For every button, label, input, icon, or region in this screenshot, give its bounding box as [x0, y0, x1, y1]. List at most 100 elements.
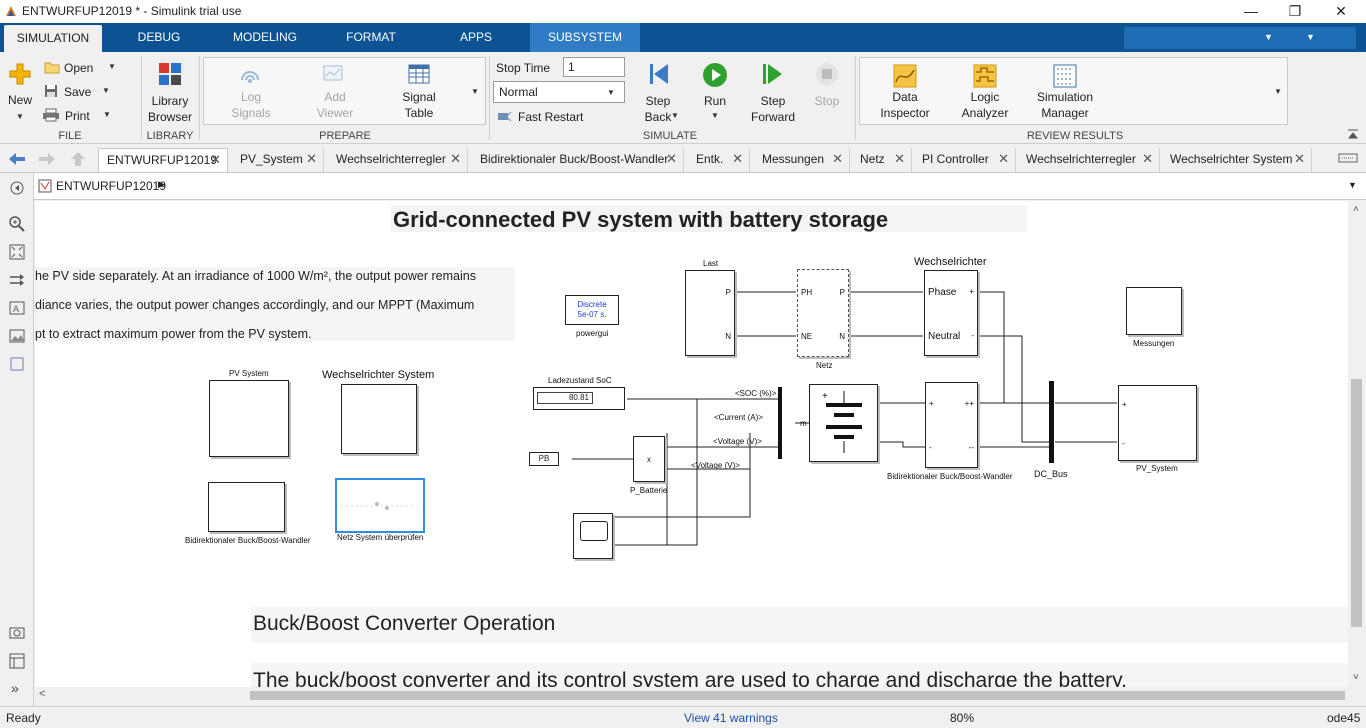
solver-name[interactable]: ode45 [1327, 711, 1361, 725]
netz-block[interactable]: PH NE P N [797, 269, 849, 357]
messungen-block[interactable] [1126, 287, 1182, 335]
close-icon[interactable]: ✕ [1142, 151, 1153, 166]
tab-subsystem-block[interactable]: SUBSYSTEM BLOCK [530, 23, 640, 73]
pv-system-2-block[interactable]: + - [1118, 385, 1197, 461]
close-icon[interactable]: ✕ [998, 151, 1009, 166]
tab-modeling[interactable]: MODELING [232, 30, 297, 44]
fast-restart-toggle[interactable]: Fast Restart [518, 110, 584, 124]
model-canvas[interactable]: Grid-connected PV system with battery st… [35, 201, 1348, 687]
back-arrow-icon[interactable] [8, 152, 26, 166]
annotation-icon[interactable]: A [9, 300, 25, 316]
area-icon[interactable] [9, 356, 25, 372]
buck-boost-thumb-block[interactable] [208, 482, 285, 532]
model-tab-netz[interactable]: Netz✕ [852, 148, 912, 172]
expand-panel-icon[interactable]: » [11, 680, 19, 696]
model-tab-entk[interactable]: Entk.✕ [688, 148, 750, 172]
chevron-down-icon[interactable]: ▼ [102, 86, 110, 95]
signal-table-button[interactable]: Signal Table [402, 90, 436, 120]
chevron-down-icon[interactable]: ▼ [16, 112, 24, 121]
close-icon[interactable]: ✕ [832, 151, 843, 166]
screenshot-icon[interactable] [9, 625, 25, 639]
chevron-down-icon[interactable]: ▼ [711, 111, 719, 120]
chevron-down-icon[interactable]: ▼ [1264, 32, 1273, 42]
model-tab-entwurfup12019[interactable]: ENTWURFUP12019✕ [98, 148, 228, 172]
log-signals-button[interactable]: Log Signals [231, 90, 271, 120]
forward-arrow-icon[interactable] [38, 152, 56, 166]
chevron-down-icon[interactable]: ▼ [103, 110, 111, 119]
scroll-up-icon[interactable]: ˄ [1353, 204, 1359, 215]
breadcrumb-model-name[interactable]: ENTWURFUP12019 [56, 179, 167, 193]
netz-system-block[interactable] [335, 478, 425, 533]
minimize-button[interactable]: — [1244, 3, 1258, 19]
signal-arrows-icon[interactable] [9, 272, 25, 288]
tab-list-icon[interactable] [1338, 153, 1358, 163]
close-icon[interactable]: ✕ [1294, 151, 1305, 166]
close-icon[interactable]: ✕ [210, 152, 221, 167]
chevron-down-icon[interactable]: ▼ [1274, 87, 1282, 96]
save-button[interactable]: Save [64, 85, 92, 99]
maximize-button[interactable]: ❐ [1288, 3, 1302, 19]
chevron-down-icon[interactable]: ▼ [1348, 180, 1357, 190]
model-tab-messungen[interactable]: Messungen✕ [754, 148, 850, 172]
run-button[interactable]: Run [703, 94, 726, 108]
step-back-button[interactable]: Step Back [644, 94, 672, 124]
warnings-link[interactable]: View 41 warnings [684, 711, 778, 725]
scope-block[interactable] [573, 513, 613, 559]
close-icon[interactable]: ✕ [894, 151, 905, 166]
stop-button[interactable]: Stop [814, 94, 840, 108]
vertical-scrollbar[interactable]: ˄ ˅ [1348, 201, 1366, 687]
step-forward-button[interactable]: Step Forward [750, 94, 795, 124]
open-button[interactable]: Open [64, 61, 94, 75]
battery-block[interactable]: m + [800, 384, 878, 462]
add-viewer-button[interactable]: Add Viewer [316, 90, 354, 120]
print-button[interactable]: Print [65, 109, 90, 123]
close-icon[interactable]: ✕ [732, 151, 743, 166]
simulation-mode-select[interactable]: Normal [493, 81, 625, 103]
wechselrichter-block[interactable]: Phase Neutral + - [924, 270, 978, 356]
close-icon[interactable]: ✕ [666, 151, 677, 166]
last-block[interactable]: P N [685, 270, 735, 356]
tab-debug[interactable]: DEBUG [137, 30, 181, 44]
logic-analyzer-button[interactable]: Logic Analyzer [961, 90, 1009, 120]
collapse-toolstrip-icon[interactable] [1347, 128, 1359, 140]
up-arrow-icon[interactable] [70, 151, 86, 167]
model-tab-pi-controller[interactable]: PI Controller✕ [914, 148, 1016, 172]
chevron-down-icon[interactable]: ▼ [1306, 32, 1315, 42]
scroll-down-icon[interactable]: ˅ [1353, 672, 1359, 683]
library-browser-button[interactable]: Library Browser [147, 94, 192, 124]
tab-apps[interactable]: APPS [459, 30, 492, 44]
powergui-block[interactable]: Discrete 5e-07 s. [565, 295, 619, 325]
vertical-scroll-thumb[interactable] [1351, 379, 1362, 627]
chevron-down-icon[interactable]: ▼ [671, 111, 679, 120]
tab-format[interactable]: FORMAT [346, 30, 396, 44]
model-tab-buck-boost[interactable]: Bidirektionaler Buck/Boost-Wandler✕ [472, 148, 684, 172]
model-tab-pv-system[interactable]: PV_System✕ [232, 148, 324, 172]
property-inspector-icon[interactable] [9, 653, 25, 669]
model-tab-wechselrichterregler[interactable]: Wechselrichterregler✕ [328, 148, 468, 172]
fit-to-view-icon[interactable] [9, 244, 25, 260]
chevron-down-icon[interactable]: ▼ [471, 87, 479, 96]
close-button[interactable]: ✕ [1335, 3, 1347, 19]
tab-simulation[interactable]: SIMULATION [4, 25, 102, 52]
wechselrichter-system-block[interactable] [341, 384, 417, 454]
chevron-down-icon[interactable]: ▼ [108, 62, 116, 71]
horizontal-scroll-thumb[interactable] [250, 691, 1345, 700]
stop-time-input[interactable]: 1 [563, 57, 625, 77]
horizontal-scrollbar[interactable]: ˂ [35, 687, 1348, 704]
pb-goto-block[interactable]: PB [529, 452, 559, 466]
buck-boost-block[interactable]: + - ++ -- [925, 382, 978, 468]
new-button[interactable]: New [7, 93, 32, 107]
data-inspector-button[interactable]: Data Inspector [880, 90, 930, 120]
model-tab-wechselrichterregler-2[interactable]: Wechselrichterregler✕ [1018, 148, 1160, 172]
scroll-left-icon[interactable]: ˂ [39, 688, 46, 700]
hide-explorer-icon[interactable] [10, 181, 24, 195]
model-tab-wechselrichter-system[interactable]: Wechselrichter System✕ [1162, 148, 1312, 172]
zoom-icon[interactable] [9, 216, 25, 232]
image-icon[interactable] [9, 328, 25, 344]
breadcrumb-arrow-icon[interactable]: ▶ [158, 179, 165, 189]
pv-system-block[interactable] [209, 380, 289, 457]
product-block[interactable]: x [633, 436, 665, 482]
soc-display-block[interactable]: 80.81 [533, 387, 625, 410]
close-icon[interactable]: ✕ [306, 151, 317, 166]
simulation-manager-button[interactable]: Simulation Manager [1036, 90, 1094, 120]
